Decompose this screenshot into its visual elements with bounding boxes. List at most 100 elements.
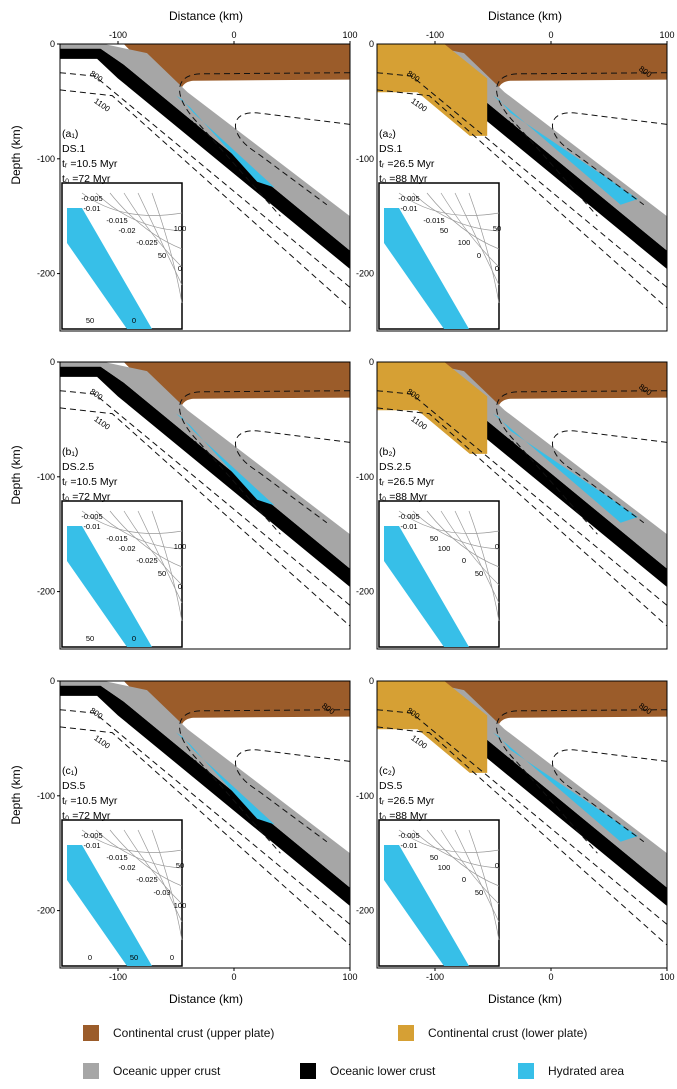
panel-annotation: t₀ =88 Myr xyxy=(379,491,428,503)
isotherm-label: 1100 xyxy=(92,414,112,432)
inset-contour-label: -0.025 xyxy=(136,875,157,884)
panel-annotation: tᵣ =10.5 Myr xyxy=(62,476,118,488)
inset-contour-label: -0.025 xyxy=(136,238,157,247)
y-tick-label: -100 xyxy=(356,472,374,482)
inset-contour xyxy=(81,510,183,534)
legend-item-upper-plate: Continental crust (upper plate) xyxy=(83,1025,274,1041)
x-tick-label: 0 xyxy=(231,972,236,982)
top-x-axis-title-right: Distance (km) xyxy=(488,9,562,23)
isotherm-line xyxy=(377,72,667,288)
x-tick-label: 100 xyxy=(659,30,674,40)
inset-contour-label: 50 xyxy=(176,861,184,870)
inset-contour-label: 0 xyxy=(477,251,481,260)
panel-b2: 80011001100800-0.005-0.01501000500(b₂)DS… xyxy=(356,357,668,650)
y-tick-label: 0 xyxy=(50,676,55,686)
isotherm-line xyxy=(551,112,667,206)
inset-contour xyxy=(137,510,183,604)
panel-frame xyxy=(59,680,351,969)
panel-annotation: (b₂) xyxy=(379,446,396,458)
isotherm-line xyxy=(60,390,350,606)
y-axis-title-row-a: Depth (km) xyxy=(9,125,23,184)
inset-contour-label: 100 xyxy=(174,542,187,551)
inset-contour xyxy=(398,829,500,853)
legend-label-hydrated: Hydrated area xyxy=(548,1064,625,1078)
y-tick-label: -200 xyxy=(356,587,374,597)
panel-annotation: tᵣ =26.5 Myr xyxy=(379,476,435,488)
inset-contour xyxy=(426,829,500,887)
y-tick-label: 0 xyxy=(50,39,55,49)
inset-contour-label: -0.015 xyxy=(106,853,127,862)
inset-contour xyxy=(123,829,183,905)
inset-contour xyxy=(426,192,500,250)
inset-contour-label: 100 xyxy=(174,224,187,233)
legend-label-oceanic-upper: Oceanic upper crust xyxy=(113,1064,221,1078)
inset-contour-label: 50 xyxy=(440,226,448,235)
panel-annotation: DS.2.5 xyxy=(62,461,94,473)
inset-contour-label: 100 xyxy=(458,238,471,247)
inset-contour-label: -0.015 xyxy=(106,534,127,543)
inset-contour-label: -0.005 xyxy=(398,831,419,840)
inset-contour-label: -0.03 xyxy=(153,888,170,897)
inset-contour-label: -0.01 xyxy=(83,522,100,531)
inset-contour-label: -0.01 xyxy=(83,841,100,850)
panel-annotation: t₀ =88 Myr xyxy=(379,173,428,185)
inset-contour-label: 0 xyxy=(132,316,136,325)
x-tick-label: -100 xyxy=(109,30,127,40)
x-tick-label: 100 xyxy=(342,972,357,982)
panel-c2: 80011001100800-0.005-0.01501000500(c₂)DS… xyxy=(356,676,675,982)
inset-contour-label: 0 xyxy=(178,264,182,273)
y-tick-label: 0 xyxy=(369,676,374,686)
isotherm-line xyxy=(234,112,350,206)
inset-contour xyxy=(81,829,183,853)
inset-contour xyxy=(440,192,500,268)
legend-label-lower-plate: Continental crust (lower plate) xyxy=(428,1026,588,1040)
bottom-x-axis-title-right: Distance (km) xyxy=(488,992,562,1006)
inset-contour-label: 0 xyxy=(170,953,174,962)
x-tick-label: 0 xyxy=(548,30,553,40)
panel-annotation: t₀ =88 Myr xyxy=(379,810,428,822)
panel-annotation: (a₁) xyxy=(62,128,78,140)
y-tick-label: -200 xyxy=(356,269,374,279)
inset-contour xyxy=(123,510,183,586)
inset-contour-label: -0.015 xyxy=(423,216,444,225)
inset-contour-label: 100 xyxy=(438,544,451,553)
panel-annotation: DS.2.5 xyxy=(379,461,411,473)
inset-contour xyxy=(468,829,500,941)
legend-item-lower-plate: Continental crust (lower plate) xyxy=(398,1025,587,1041)
panel-annotation: (b₁) xyxy=(62,446,78,458)
inset-contour-label: -0.005 xyxy=(81,831,102,840)
inset-contour-label: -0.02 xyxy=(118,226,135,235)
isotherm-line xyxy=(234,749,350,843)
isotherm-line xyxy=(496,390,667,535)
y-tick-label: -100 xyxy=(37,154,55,164)
inset-contour xyxy=(440,829,500,905)
isotherm-line xyxy=(551,430,667,524)
inset-contour xyxy=(468,192,500,304)
inset-contour xyxy=(398,510,500,534)
lower-plate-crust xyxy=(377,44,488,136)
bottom-x-axis-title-left: Distance (km) xyxy=(169,992,243,1006)
inset-contour-label: 0 xyxy=(462,556,466,565)
panel-annotation: tᵣ =10.5 Myr xyxy=(62,795,118,807)
inset-contour-label: 50 xyxy=(493,224,501,233)
panel-frame xyxy=(59,361,351,650)
inset-contour xyxy=(123,192,183,268)
inset-hydrated-area xyxy=(67,208,152,329)
inset-contour-label: -0.01 xyxy=(400,204,417,213)
panel-annotation: (c₂) xyxy=(379,765,395,777)
inset-hydrated-area xyxy=(67,845,152,966)
isotherm-line xyxy=(60,72,350,288)
inset-contour-label: 50 xyxy=(130,953,138,962)
panel-annotation: t₀ =72 Myr xyxy=(62,173,111,185)
y-tick-label: -200 xyxy=(37,269,55,279)
y-tick-label: -100 xyxy=(356,154,374,164)
panel-frame xyxy=(376,680,668,969)
inset-contour-label: 50 xyxy=(430,853,438,862)
isotherm-line xyxy=(60,89,350,309)
y-tick-label: -100 xyxy=(37,791,55,801)
inset-contour-label: 100 xyxy=(174,901,187,910)
inset-contour-label: 50 xyxy=(86,316,94,325)
inset-contour-label: 50 xyxy=(475,888,483,897)
inset-contour xyxy=(151,192,183,304)
